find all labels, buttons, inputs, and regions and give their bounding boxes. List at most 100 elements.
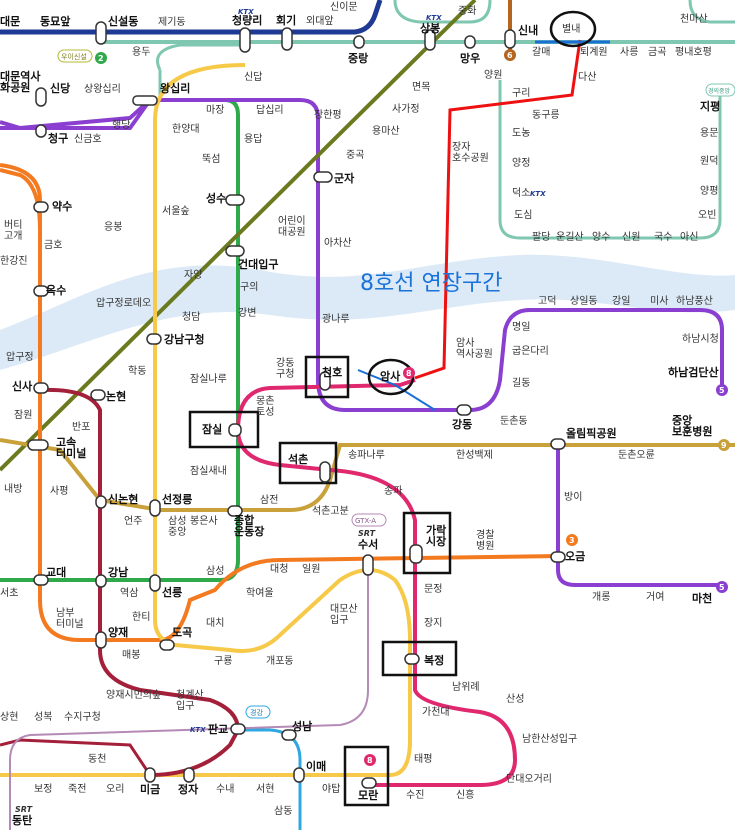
label-ori: 오리	[106, 783, 124, 795]
marker-sinseol[interactable]	[95, 21, 107, 45]
label-seonjeongneung: 선정릉	[162, 492, 192, 506]
marker-sindang[interactable]	[35, 87, 47, 107]
label-jangji: 장지	[424, 617, 442, 629]
marker-sinsa[interactable]	[33, 382, 49, 394]
marker-bokjeong[interactable]	[404, 653, 420, 665]
marker-wangsimni[interactable]	[132, 95, 158, 106]
marker-ogeum[interactable]	[550, 551, 566, 563]
marker-suseo[interactable]	[362, 554, 374, 576]
marker-gangdong[interactable]	[456, 404, 472, 416]
marker-jungnang[interactable]	[353, 35, 365, 49]
label-bokjeong: 복정	[424, 653, 444, 667]
marker-yangjae[interactable]	[95, 631, 107, 649]
label-apgujeong: 압구정	[6, 350, 34, 363]
marker-cheongnyangni[interactable]	[239, 27, 251, 53]
label-bongeunsa: 봉은사	[190, 515, 218, 527]
marker-seokchon[interactable]	[319, 461, 331, 483]
marker-nonhyeon[interactable]	[90, 389, 106, 401]
badge-gyeonggang-text: 경강	[250, 708, 263, 717]
marker-jeongja[interactable]	[183, 767, 195, 783]
label-sangbong: 상봉	[420, 21, 440, 35]
label-gangnam: 강남	[108, 565, 128, 579]
marker-seongnam[interactable]	[281, 729, 297, 741]
marker-dogok[interactable]	[159, 639, 175, 651]
badge-line6	[504, 49, 516, 61]
label-olympic: 올림픽공원	[566, 426, 617, 440]
marker-migeum[interactable]	[144, 767, 156, 783]
label-jipyeong: 지평	[700, 99, 720, 113]
label-sindang: 신당	[50, 81, 70, 95]
label-yangjae: 양재	[108, 625, 128, 639]
label-yangjae-citizen: 양재시민의숲	[106, 689, 161, 701]
marker-sinnonhyeon[interactable]	[95, 495, 107, 509]
gyeongchun-track	[688, 0, 735, 24]
marker-hoegi[interactable]	[281, 27, 293, 51]
marker-sangbong[interactable]	[424, 29, 436, 51]
marker-moran[interactable]	[361, 777, 377, 789]
label-gureong: 구룡	[214, 655, 232, 667]
label-dongmyo: 동묘앞	[40, 15, 70, 28]
marker-pangyo[interactable]	[230, 723, 246, 735]
label-geondae: 건대입구	[238, 257, 278, 271]
label-sinkumho: 신금호	[74, 133, 102, 145]
marker-geondae[interactable]	[225, 245, 245, 257]
label-apgujeong-rodeo: 압구정로데오	[96, 296, 151, 309]
label-daecheong: 대청	[270, 563, 288, 575]
marker-gangnamgu[interactable]	[146, 333, 162, 345]
highlight-byeollae	[549, 10, 597, 48]
label-jamwon: 잠원	[14, 409, 32, 421]
label-seokchon: 석촌	[288, 452, 308, 466]
label-seolleung: 선릉	[162, 585, 182, 599]
label-geoyeo: 거여	[646, 591, 664, 603]
label-sangil: 상일동	[570, 295, 598, 307]
label-yaksu: 약수	[52, 199, 72, 213]
label-migeum: 미금	[140, 782, 160, 796]
label-seongsu: 성수	[206, 191, 226, 205]
marker-seonjeongneung[interactable]	[149, 499, 161, 517]
marker-olympic[interactable]	[550, 438, 566, 450]
marker-cheonggu[interactable]	[35, 124, 47, 138]
marker-oksu[interactable]	[33, 285, 49, 297]
marker-imae[interactable]	[293, 767, 305, 783]
badge-gyeonggang	[245, 705, 271, 719]
marker-gangnam[interactable]	[95, 574, 107, 588]
sinbundang-dongtan-track	[0, 738, 152, 776]
label-obin: 오빈	[698, 209, 716, 221]
badge-line5-b-text: 5	[719, 583, 725, 592]
marker-gunja[interactable]	[313, 171, 333, 183]
label-gachen: 가천대	[422, 706, 450, 718]
badge-gtxa	[351, 513, 387, 527]
marker-express-bus[interactable]	[27, 439, 49, 451]
line5-track	[0, 98, 724, 412]
label-samdong: 삼동	[274, 805, 292, 817]
marker-sports[interactable]	[227, 505, 243, 517]
label-jamsilsaenae: 잠실새내	[190, 465, 227, 477]
marker-yaksu[interactable]	[33, 201, 49, 213]
marker-gyodae[interactable]	[33, 574, 49, 586]
label-hangangjin: 한강진	[0, 255, 28, 267]
label-sinimun: 신이문	[330, 1, 358, 13]
marker-jamsil[interactable]	[228, 423, 242, 437]
marker-seolleung[interactable]	[149, 574, 161, 592]
label-gaerong: 개롱	[592, 591, 610, 603]
marker-seongsu[interactable]	[225, 194, 245, 206]
marker-sinnae[interactable]	[504, 29, 516, 49]
line8-track	[236, 378, 416, 431]
label-yongmun: 용문	[700, 127, 718, 139]
marker-mangu[interactable]	[464, 35, 476, 49]
label-gangil: 강일	[612, 295, 630, 307]
line-orange-left-track	[0, 168, 42, 231]
label-imae: 이매	[306, 759, 326, 773]
marker-cheonho[interactable]	[319, 371, 331, 391]
badge-srt-dongtan: SRT	[15, 805, 33, 814]
label-sujin: 수진	[406, 789, 424, 801]
label-wangsimni: 왕십리	[160, 81, 190, 95]
label-guui: 구의	[240, 281, 258, 293]
badge-line9-text: 9	[721, 441, 727, 450]
label-jamsil: 잠실	[202, 422, 222, 436]
marker-garak[interactable]	[409, 544, 423, 564]
